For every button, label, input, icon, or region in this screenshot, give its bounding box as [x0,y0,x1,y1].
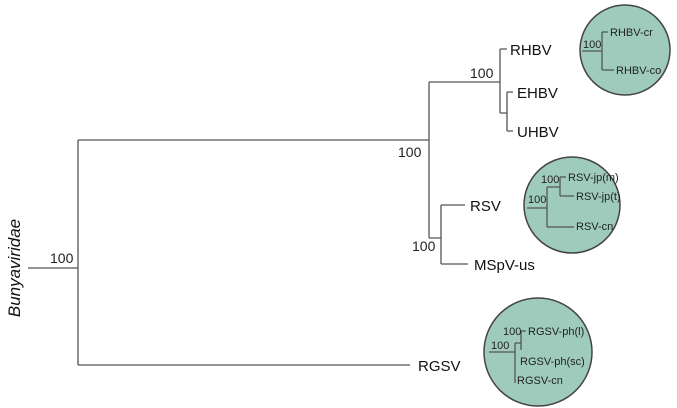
inset-rgsv-bootstrap: 100 [503,326,521,338]
taxon-rgsv: RGSV [418,358,461,375]
bootstrap-upper: 100 [398,144,422,160]
inset-rgsv: 100 100 RGSV-ph(l) RGSV-ph(sc) RGSV-cn [483,297,593,407]
inset-rhbv: 100 RHBV-cr RHBV-co [579,4,671,96]
inset-rgsv-taxon: RGSV-cn [517,375,563,387]
inset-rhbv-taxon: RHBV-co [616,65,661,77]
bootstrap-rsv-mspv: 100 [412,238,436,254]
inset-rsv-taxon: RSV-jp(m) [568,172,619,184]
taxon-ehbv: EHBV [517,85,558,102]
inset-rhbv-bootstrap: 100 [583,39,601,51]
inset-rgsv-taxon: RGSV-ph(l) [528,326,584,338]
taxon-uhbv: UHBV [517,124,559,141]
inset-rgsv-bootstrap: 100 [491,340,509,352]
inset-rsv-taxon: RSV-cn [576,221,613,233]
family-label: Bunyaviridae [5,219,24,317]
bootstrap-root: 100 [50,250,74,266]
bootstrap-tenui: 100 [470,65,494,81]
inset-rsv-taxon: RSV-jp(t) [576,191,621,203]
taxon-rhbv: RHBV [510,42,552,59]
inset-rhbv-taxon: RHBV-cr [610,27,653,39]
inset-rgsv-taxon: RGSV-ph(sc) [520,356,585,368]
taxon-rsv: RSV [470,198,501,215]
taxon-mspv: MSpV-us [474,257,535,274]
inset-rsv-bootstrap: 100 [541,174,559,186]
inset-rsv: 100 100 RSV-jp(m) RSV-jp(t) RSV-cn [523,156,621,254]
inset-rsv-bootstrap: 100 [528,194,546,206]
main-branches [28,48,513,366]
